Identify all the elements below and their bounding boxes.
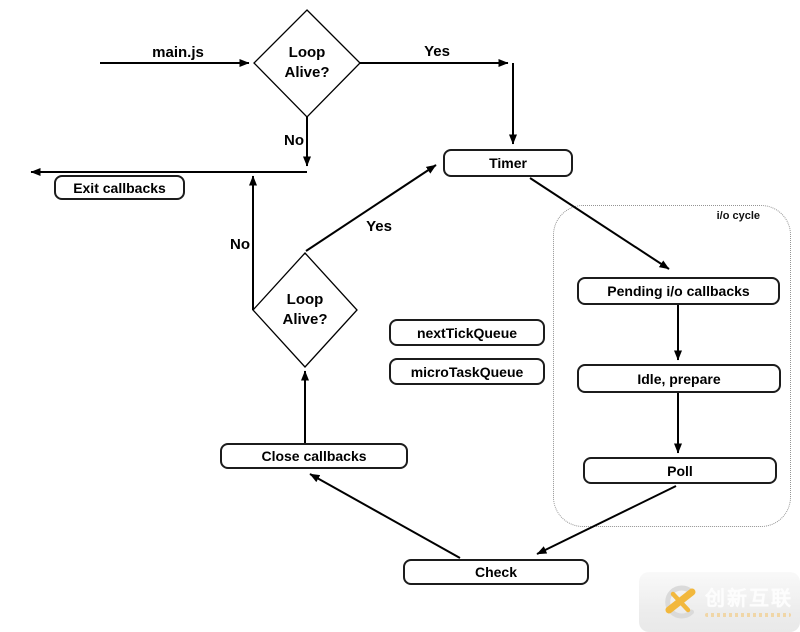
node-next-tick-queue-label: nextTickQueue — [416, 324, 518, 341]
edge-timer-to-pending — [529, 177, 670, 270]
node-idle-prepare: Idle, prepare — [577, 364, 781, 393]
node-timer-label: Timer — [489, 155, 527, 171]
edge-label-yes-top: Yes — [424, 43, 450, 60]
edge-label-no-mid: No — [230, 236, 250, 253]
node-micro-task-queue: microTaskQueue — [389, 358, 545, 385]
decision-loop-alive-top-label: Loop Alive? — [284, 44, 330, 81]
watermark-badge: 创新互联 — [639, 572, 800, 632]
edge-label-yes-mid: Yes — [366, 218, 392, 235]
node-pending-io-callbacks: Pending i/o callbacks — [577, 277, 780, 305]
node-exit-callbacks-label: Exit callbacks — [73, 179, 166, 196]
node-poll-label: Poll — [667, 462, 693, 479]
node-poll: Poll — [583, 457, 777, 484]
watermark-brand-text: 创新互联 — [705, 587, 793, 610]
node-exit-callbacks: Exit callbacks — [54, 175, 185, 200]
node-close-callbacks-label: Close callbacks — [261, 448, 367, 464]
decision-loop-alive-mid-label: Loop Alive? — [282, 291, 328, 328]
io-cycle-label: i/o cycle — [716, 210, 760, 222]
watermark-subtext — [705, 612, 791, 617]
edge-label-no-top: No — [284, 132, 304, 149]
edge-poll-to-check — [536, 485, 677, 555]
node-close-callbacks: Close callbacks — [220, 443, 408, 469]
node-pending-io-callbacks-label: Pending i/o callbacks — [607, 283, 750, 299]
node-check: Check — [403, 559, 589, 585]
edge-check-to-close — [309, 473, 461, 559]
node-next-tick-queue: nextTickQueue — [389, 319, 545, 346]
io-cycle-region: i/o cycle — [553, 205, 791, 527]
node-micro-task-queue-label: microTaskQueue — [410, 363, 524, 380]
edge-yes-mid — [305, 164, 437, 252]
brand-logo-icon — [665, 585, 696, 619]
node-timer: Timer — [443, 149, 573, 177]
node-check-label: Check — [474, 564, 518, 580]
node-idle-prepare-label: Idle, prepare — [637, 370, 721, 387]
decision-loop-alive-top-shape — [253, 9, 361, 118]
decision-loop-alive-mid-shape — [252, 252, 358, 368]
edge-label-main-js: main.js — [152, 44, 204, 61]
